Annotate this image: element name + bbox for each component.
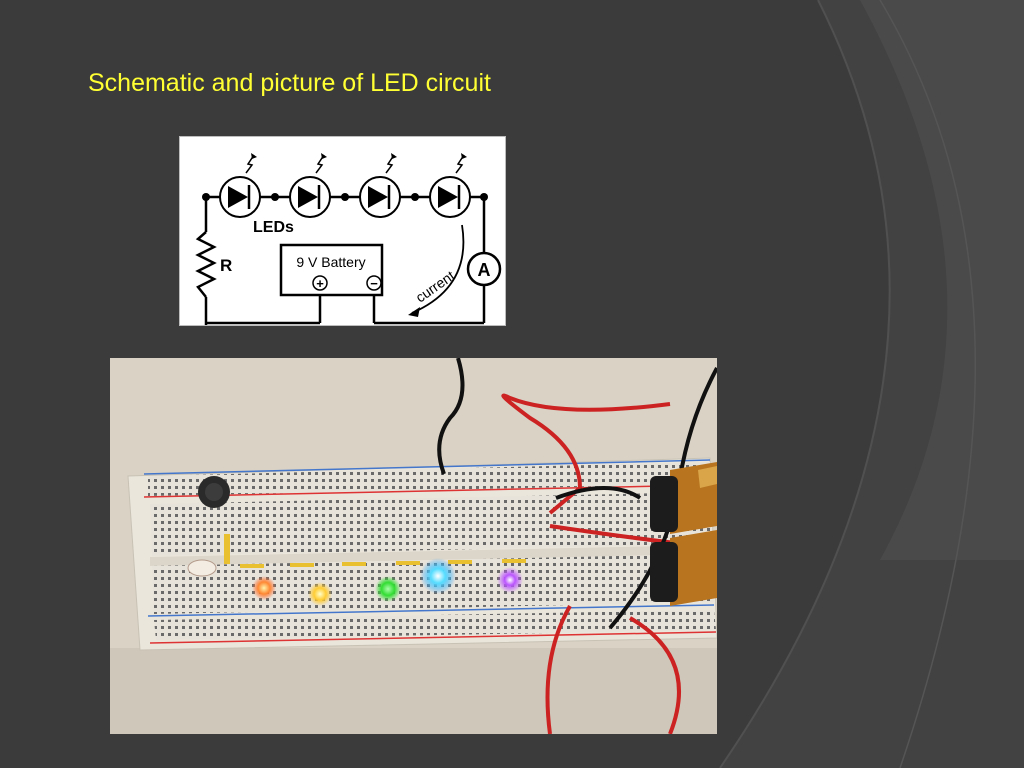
led-symbol-4 [429, 153, 471, 218]
bottom-power-rail [154, 610, 716, 640]
ammeter-label: A [478, 260, 491, 280]
top-power-rail [148, 462, 710, 496]
center-channel [150, 545, 712, 566]
led-green [375, 576, 401, 602]
red-wire-top [501, 393, 671, 515]
battery-minus-terminal [366, 275, 382, 291]
led-clear [187, 559, 217, 577]
leds-label: LEDs [253, 219, 294, 236]
led-purple [497, 567, 523, 593]
led-blue [420, 558, 456, 594]
battery-box [279, 243, 384, 297]
led-symbol-3 [359, 153, 401, 218]
bottom-rail-red-line [149, 631, 717, 644]
red-wire-bottom-2 [629, 616, 681, 734]
current-arrow [411, 224, 465, 314]
jumper-wires [224, 534, 526, 568]
junction-dots [202, 193, 488, 201]
current-arrowhead [408, 307, 420, 317]
led-symbol-1 [219, 153, 261, 218]
red-wire-bottom [545, 605, 572, 734]
slide-title: Schematic and picture of LED circuit [88, 69, 491, 97]
led-yellow [308, 582, 332, 606]
led-orange [252, 576, 276, 600]
potentiometer-knob [205, 483, 223, 501]
background-arc-line-2 [879, 0, 976, 768]
battery-pack [650, 462, 717, 606]
led-symbol-2 [289, 153, 331, 218]
photo-table-shadow [110, 648, 717, 734]
resistor-symbol [195, 231, 217, 298]
battery-label: 9 V Battery [296, 254, 365, 270]
battery-plus-sign: + [316, 276, 324, 291]
led-circuit-schematic: LEDs R 9 V Battery + − current A [179, 136, 506, 326]
black-wire-mid [555, 486, 642, 500]
black-wire-top [437, 358, 465, 475]
ammeter-symbol [466, 251, 502, 287]
battery-plus-terminal [312, 275, 328, 291]
bottom-rail-blue-line [147, 604, 715, 617]
battery-minus-sign: − [370, 276, 378, 291]
background-arc-line [719, 0, 891, 768]
upper-terminal-strip [150, 492, 712, 556]
resistor-label: R [220, 256, 232, 275]
top-rail-blue-line [143, 459, 711, 475]
background-arc-inner [860, 0, 1024, 560]
breadboard-photo [110, 358, 717, 734]
